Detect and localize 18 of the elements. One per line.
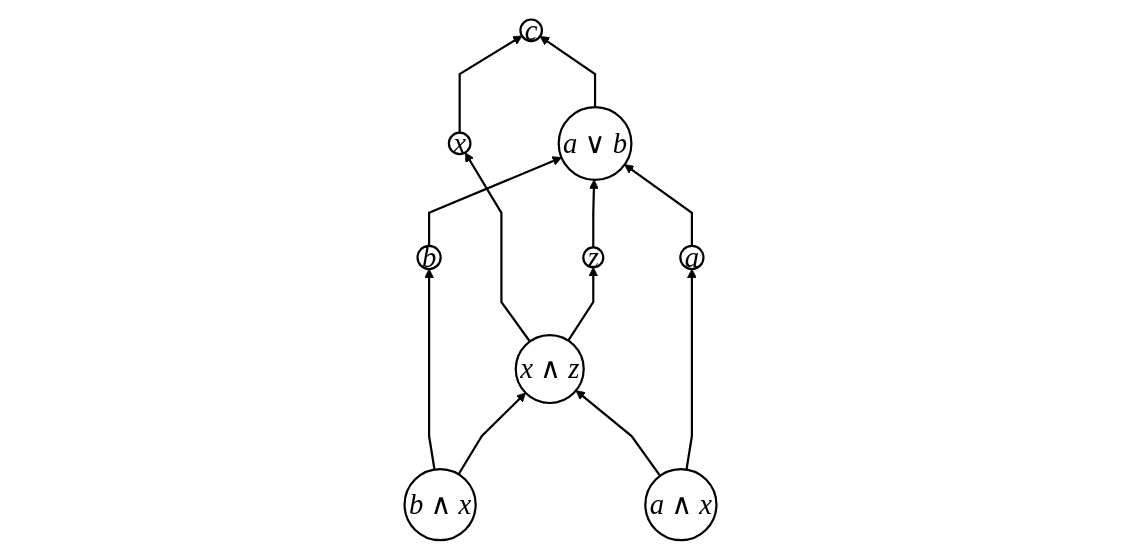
node-circle: a	[679, 244, 705, 271]
arrow	[424, 268, 436, 470]
arrow	[624, 164, 693, 246]
node-circle: c	[519, 18, 544, 43]
arrow	[575, 390, 662, 477]
arrow	[539, 35, 597, 108]
arrow	[589, 179, 599, 248]
arrow	[458, 35, 523, 133]
arrow	[464, 152, 531, 343]
arrow	[457, 392, 526, 475]
node-circle: b ∧ x	[403, 467, 477, 542]
node-circle: a ∧ x	[644, 467, 718, 542]
arrow	[685, 268, 697, 470]
arrow	[567, 267, 599, 342]
node-circle: x ∧ z	[514, 333, 585, 405]
arrow	[428, 156, 562, 246]
node-circle: a ∨ b	[557, 106, 633, 181]
node-circle: b	[416, 244, 442, 271]
